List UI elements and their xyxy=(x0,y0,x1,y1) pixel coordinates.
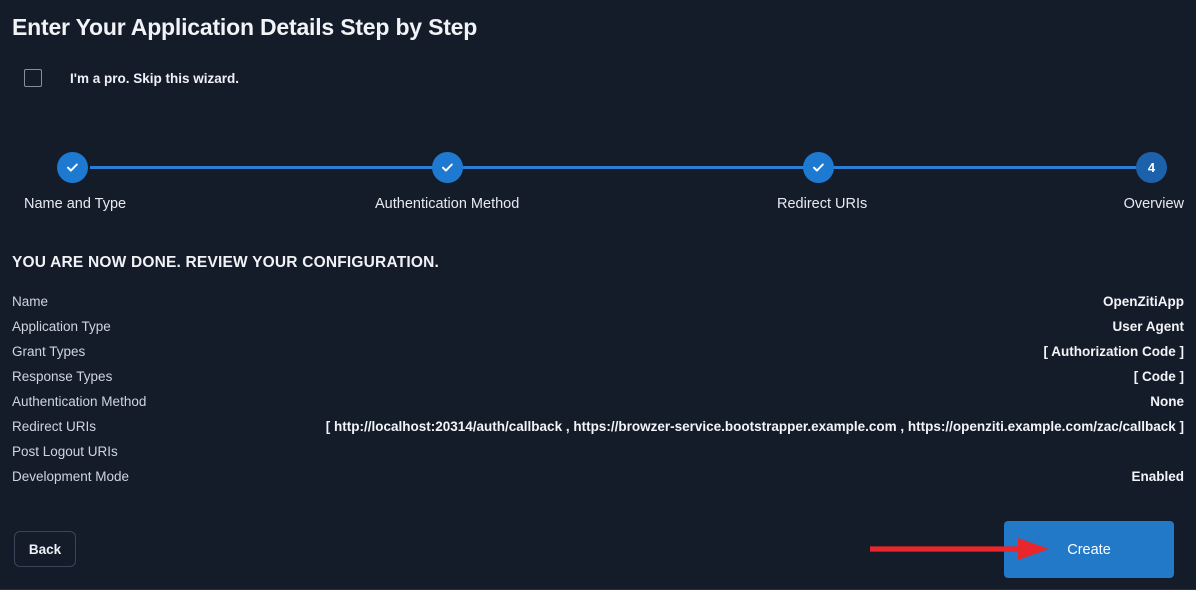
stepper-label-name-and-type[interactable]: Name and Type xyxy=(24,196,127,212)
review-key-post-logout-uris: Post Logout URIs xyxy=(12,444,118,459)
back-button[interactable]: Back xyxy=(14,531,76,567)
review-value-authentication-method: None xyxy=(1150,394,1184,409)
review-value-grant-types: [ Authorization Code ] xyxy=(1043,344,1184,359)
review-value-response-types: [ Code ] xyxy=(1133,369,1184,384)
stepper-label-redirect-uris[interactable]: Redirect URIs xyxy=(777,196,868,212)
stepper-connector-2 xyxy=(462,166,806,169)
checkbox-empty-icon[interactable] xyxy=(24,69,42,87)
step-number: 4 xyxy=(1147,160,1156,175)
table-row: Response Types [ Code ] xyxy=(12,364,1184,389)
wizard-stepper: 4 Name and Type Authentication Method Re… xyxy=(12,152,1184,214)
create-button[interactable]: Create xyxy=(1004,521,1174,578)
check-icon xyxy=(440,160,455,175)
review-key-application-type: Application Type xyxy=(12,319,111,334)
stepper-node-overview[interactable]: 4 xyxy=(1136,152,1167,183)
review-key-redirect-uris: Redirect URIs xyxy=(12,419,97,434)
stepper-connector-3 xyxy=(833,166,1138,169)
table-row: Name OpenZitiApp xyxy=(12,289,1184,314)
skip-wizard-row[interactable]: I'm a pro. Skip this wizard. xyxy=(24,69,239,87)
review-value-application-type: User Agent xyxy=(1112,319,1184,334)
review-heading: YOU ARE NOW DONE. REVIEW YOUR CONFIGURAT… xyxy=(12,254,440,271)
table-row: Post Logout URIs xyxy=(12,439,1184,464)
review-value-name: OpenZitiApp xyxy=(1103,294,1184,309)
skip-wizard-label[interactable]: I'm a pro. Skip this wizard. xyxy=(70,70,239,86)
stepper-node-redirect-uris[interactable] xyxy=(803,152,834,183)
stepper-connector-1 xyxy=(90,166,435,169)
review-key-grant-types: Grant Types xyxy=(12,344,86,359)
table-row: Authentication Method None xyxy=(12,389,1184,414)
review-key-authentication-method: Authentication Method xyxy=(12,394,147,409)
review-key-response-types: Response Types xyxy=(12,369,113,384)
stepper-label-authentication-method[interactable]: Authentication Method xyxy=(375,196,520,212)
page-title: Enter Your Application Details Step by S… xyxy=(12,14,478,40)
stepper-label-overview[interactable]: Overview xyxy=(1123,196,1184,212)
stepper-node-authentication-method[interactable] xyxy=(432,152,463,183)
review-value-redirect-uris: [ http://localhost:20314/auth/callback ,… xyxy=(325,419,1184,434)
review-key-name: Name xyxy=(12,294,49,309)
review-value-development-mode: Enabled xyxy=(1131,469,1184,484)
table-row: Application Type User Agent xyxy=(12,314,1184,339)
review-summary-table: Name OpenZitiApp Application Type User A… xyxy=(12,289,1184,489)
stepper-track: 4 xyxy=(12,152,1184,184)
check-icon xyxy=(65,160,80,175)
table-row: Development Mode Enabled xyxy=(12,464,1184,489)
table-row: Grant Types [ Authorization Code ] xyxy=(12,339,1184,364)
review-key-development-mode: Development Mode xyxy=(12,469,130,484)
table-row: Redirect URIs [ http://localhost:20314/a… xyxy=(12,414,1184,439)
stepper-node-name-and-type[interactable] xyxy=(57,152,88,183)
check-icon xyxy=(811,160,826,175)
